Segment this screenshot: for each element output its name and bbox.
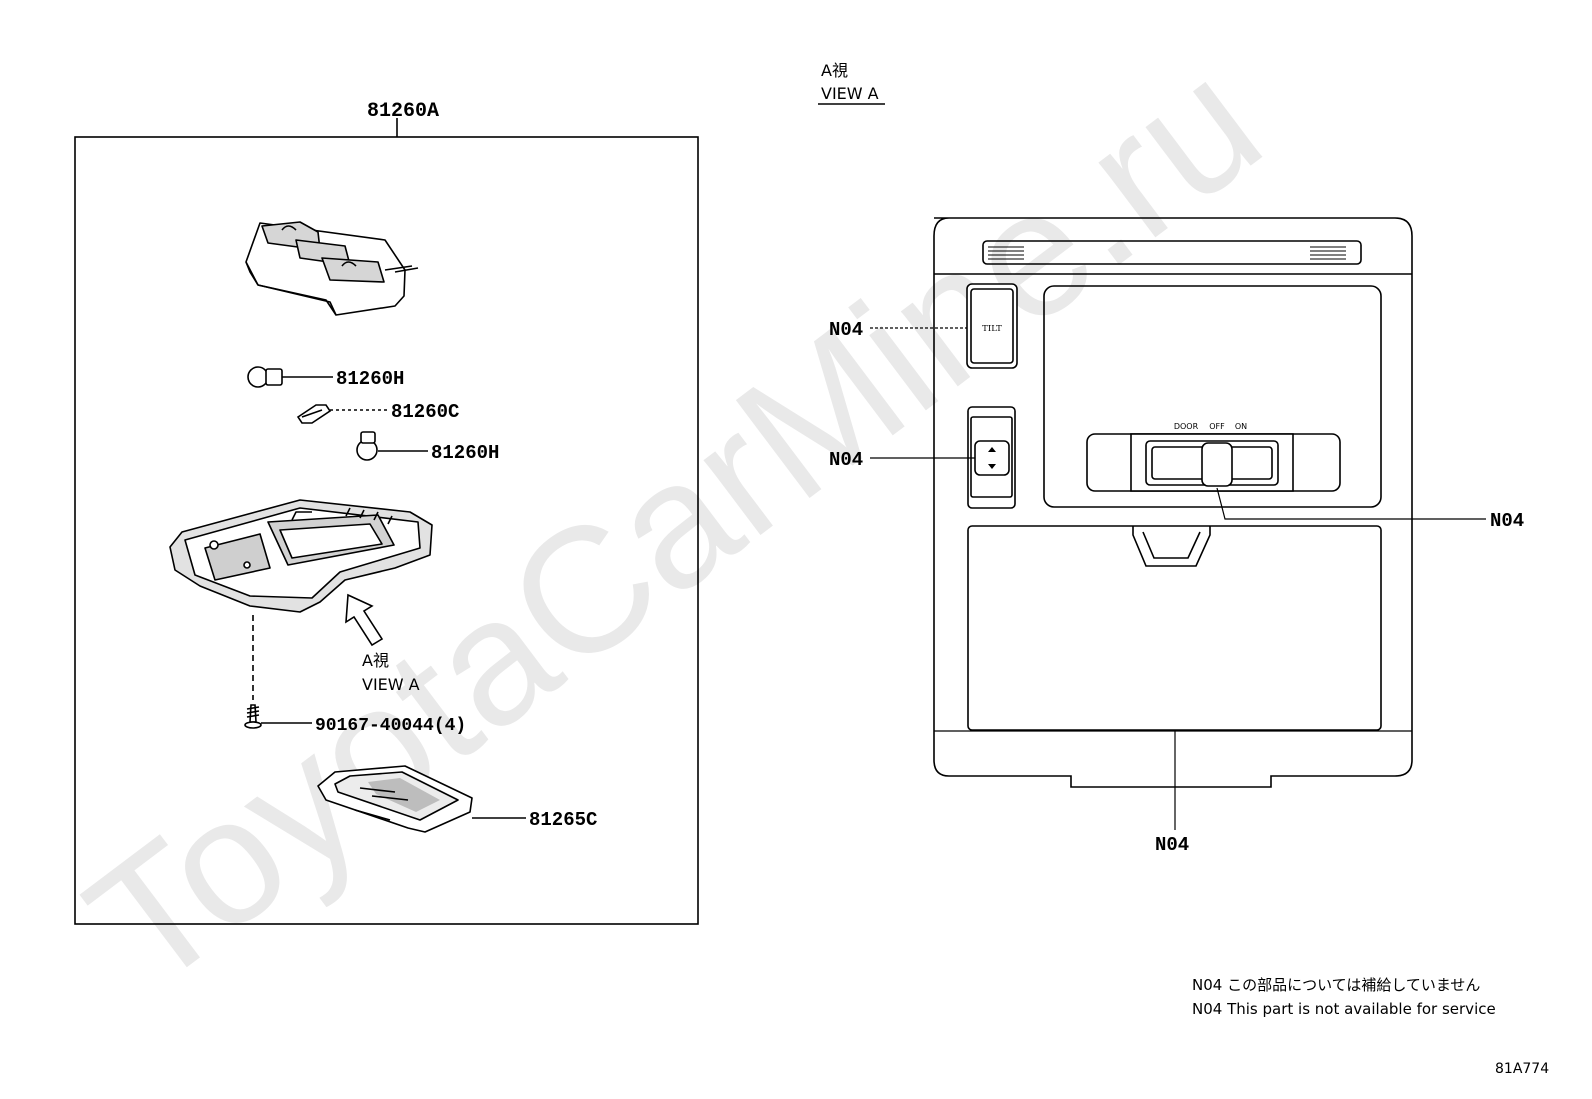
screw-90167[interactable]: [244, 615, 312, 729]
switch-pos-off: OFF: [1209, 422, 1225, 431]
note-japanese: N04 この部品については補給していません: [1192, 976, 1480, 994]
callout-leaders: [870, 327, 1486, 830]
label-81265c[interactable]: 81265C: [529, 809, 597, 831]
bulb-81260c[interactable]: [296, 404, 388, 424]
lamp-base[interactable]: [169, 499, 433, 613]
tilt-switch-label: TILT: [982, 324, 1002, 334]
up-down-switch[interactable]: [967, 406, 1016, 509]
bulb-81260h-bottom[interactable]: [356, 431, 428, 461]
label-81260c[interactable]: 81260C: [391, 401, 459, 423]
note-english: N04 This part is not available for servi…: [1192, 1000, 1496, 1018]
label-90167[interactable]: 90167-40044(4): [315, 716, 466, 736]
lens-cover-81265c[interactable]: [317, 765, 526, 833]
assembly-label[interactable]: 81260A: [367, 100, 439, 123]
view-arrow-line1: A視: [362, 651, 389, 670]
view-title-line2: VIEW A: [821, 84, 879, 103]
slide-knob[interactable]: [1201, 442, 1233, 487]
lamp-panel: [1043, 285, 1382, 508]
switch-pos-door: DOOR: [1174, 422, 1199, 431]
door-latch[interactable]: [1132, 526, 1211, 567]
map-lamp-housing[interactable]: [245, 221, 419, 316]
callout-lamp-switch[interactable]: N04: [1490, 510, 1524, 532]
assembly-frame: [74, 136, 699, 925]
assembly-group: [74, 118, 699, 925]
label-81260h-bottom[interactable]: 81260H: [431, 442, 499, 464]
figure-id: 81A774: [1495, 1061, 1549, 1077]
view-title-line1: A視: [821, 61, 848, 80]
sunglass-holder-door[interactable]: [967, 525, 1382, 731]
view-arrow-line2: VIEW A: [362, 675, 420, 694]
switch-pos-on: ON: [1235, 422, 1247, 431]
view-a-arrow: [345, 593, 384, 647]
callout-tilt[interactable]: N04: [829, 319, 863, 341]
tilt-switch[interactable]: [966, 283, 1018, 369]
callout-updown[interactable]: N04: [829, 449, 863, 471]
vent-strip: [982, 240, 1362, 265]
lamp-slide-switch[interactable]: [1086, 433, 1341, 492]
overhead-console: [933, 217, 1413, 788]
console-body: [933, 217, 1413, 788]
label-81260h-top[interactable]: 81260H: [336, 368, 404, 390]
bulb-81260h-top[interactable]: [247, 366, 333, 388]
callout-holder[interactable]: N04: [1155, 834, 1189, 856]
